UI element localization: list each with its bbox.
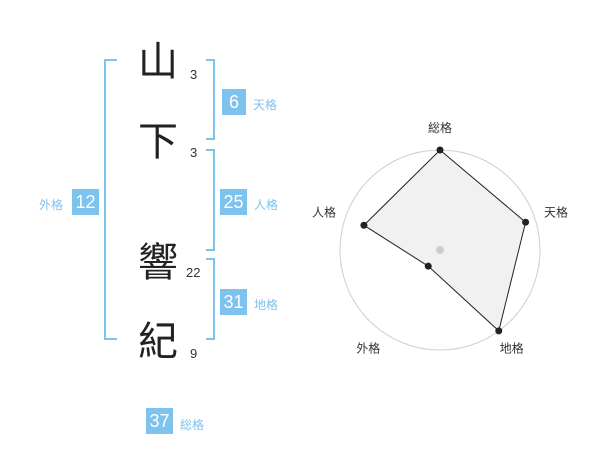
radar-point-3 [424,262,432,270]
radar-point-2 [495,327,503,335]
soukaku-label: 総格 [180,418,205,432]
tenkaku-label: 天格 [253,98,278,112]
name-char-4: 紀 [138,319,178,365]
soukaku-badge: 37 [146,408,173,434]
stroke-count-3: 22 [186,265,201,280]
stroke-count-4: 9 [190,346,198,361]
radar-axis-label-0: 総格 [428,120,452,135]
chikaku-label: 地格 [254,298,279,312]
gaikaku-label: 外格 [39,198,64,212]
jinkaku-label: 人格 [254,198,279,212]
name-char-2: 下 [138,119,178,165]
stroke-count-1: 3 [190,67,198,82]
radar-axis-label-1: 天格 [544,204,568,219]
radar-axis-label-4: 人格 [312,204,336,219]
radar-polygon [363,149,527,332]
radar-point-4 [360,221,368,229]
jinkaku-badge: 25 [220,189,247,215]
radar-center-dot [436,246,444,254]
radar-point-0 [436,146,444,154]
radar-point-1 [522,218,530,226]
gaikaku-badge: 12 [72,189,99,215]
chikaku-badge: 31 [220,289,247,315]
name-char-3: 響 [138,240,178,286]
radar-axis-label-3: 外格 [356,341,380,356]
name-char-1: 山 [138,39,178,85]
stroke-count-2: 3 [190,145,198,160]
radar-axis-label-2: 地格 [500,341,524,356]
tenkaku-badge: 6 [222,89,246,115]
